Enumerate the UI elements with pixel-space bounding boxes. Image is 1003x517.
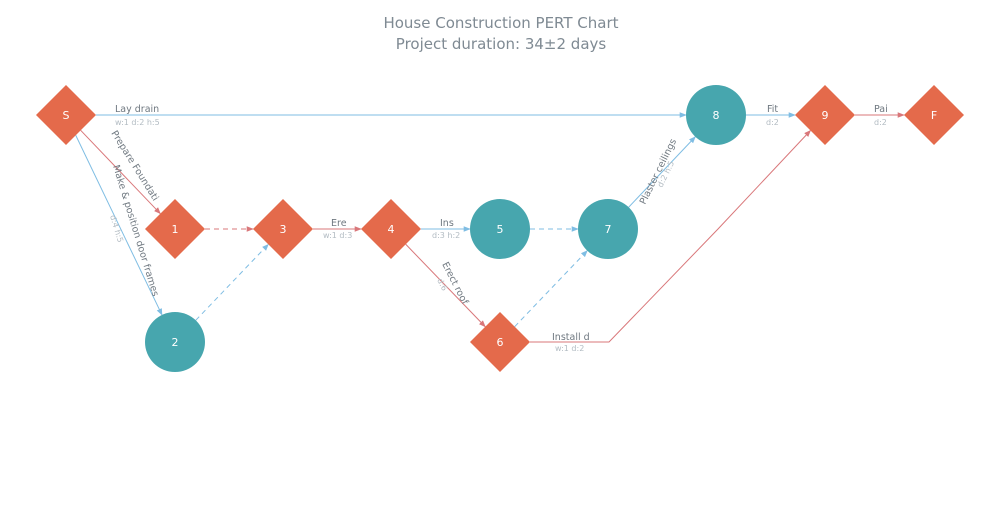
- edge-line-prepare-foundation[interactable]: [80, 129, 161, 215]
- edge-detail-fit: d:2: [766, 118, 779, 127]
- edge-install[interactable]: Ins d:3 h:2: [421, 218, 471, 240]
- edge-line-install-d[interactable]: [530, 129, 811, 343]
- chart-subtitle: Project duration: 34±2 days: [396, 35, 607, 53]
- node-label-2: 2: [172, 336, 179, 349]
- node-shape-6[interactable]: [470, 312, 530, 372]
- node-6[interactable]: 6: [470, 312, 530, 372]
- node-label-8: 8: [713, 109, 720, 122]
- node-F[interactable]: F: [904, 85, 964, 145]
- edge-label-plaster-ceilings: Plaster ceilings: [638, 137, 679, 206]
- node-label-S: S: [63, 109, 70, 122]
- node-label-9: 9: [822, 109, 829, 122]
- node-label-5: 5: [497, 223, 504, 236]
- edge-line-plaster-ceilings[interactable]: [628, 136, 696, 208]
- node-shape-4[interactable]: [361, 199, 421, 259]
- node-2[interactable]: 2: [145, 312, 205, 372]
- node-label-1: 1: [172, 223, 179, 236]
- edge-detail-install: d:3 h:2: [432, 231, 460, 240]
- node-9[interactable]: 9: [795, 85, 855, 145]
- edge-label-fit: Fit: [767, 104, 778, 115]
- edge-detail-door-frames: d:4 h:5: [108, 214, 125, 244]
- edge-detail-install-d: w:1 d:2: [555, 344, 584, 353]
- edge-detail-paint: d:2: [874, 118, 887, 127]
- node-shape-5[interactable]: [470, 199, 530, 259]
- edge-d-6-7[interactable]: [514, 250, 588, 328]
- node-shape-2[interactable]: [145, 312, 205, 372]
- edge-label-paint: Pai: [874, 104, 888, 115]
- nodes-layer: S 1 2 3 4 5 6 7 8 9 F: [36, 85, 964, 372]
- node-5[interactable]: 5: [470, 199, 530, 259]
- node-label-7: 7: [605, 223, 612, 236]
- chart-title: House Construction PERT Chart: [383, 14, 618, 32]
- edge-label-install-d: Install d: [552, 332, 590, 343]
- node-1[interactable]: 1: [145, 199, 205, 259]
- edge-install-d[interactable]: Install dw:1 d:2: [530, 129, 811, 353]
- node-shape-8[interactable]: [686, 85, 746, 145]
- edge-label-lay-drain: Lay drain: [115, 104, 159, 115]
- node-4[interactable]: 4: [361, 199, 421, 259]
- edge-erect[interactable]: Ere w:1 d:3: [313, 218, 362, 240]
- edge-line-d-2-3[interactable]: [195, 243, 269, 321]
- node-label-6: 6: [497, 336, 504, 349]
- node-shape-1[interactable]: [145, 199, 205, 259]
- node-shape-7[interactable]: [578, 199, 638, 259]
- node-8[interactable]: 8: [686, 85, 746, 145]
- node-shape-F[interactable]: [904, 85, 964, 145]
- node-7[interactable]: 7: [578, 199, 638, 259]
- node-label-F: F: [931, 109, 937, 122]
- edge-paint[interactable]: Pai d:2: [855, 104, 905, 127]
- node-label-4: 4: [388, 223, 395, 236]
- edge-line-d-6-7[interactable]: [514, 250, 588, 328]
- edge-label-install: Ins: [440, 218, 454, 229]
- node-shape-9[interactable]: [795, 85, 855, 145]
- edge-detail-erect: w:1 d:3: [323, 231, 352, 240]
- edge-detail-lay-drain: w:1 d:2 h:5: [115, 118, 160, 127]
- edge-label-erect: Ere: [331, 218, 347, 229]
- node-S[interactable]: S: [36, 85, 96, 145]
- edge-lay-drain[interactable]: Lay drain w:1 d:2 h:5: [96, 104, 687, 127]
- node-shape-S[interactable]: [36, 85, 96, 145]
- edge-d-2-3[interactable]: [195, 243, 269, 321]
- edge-line-erect-roof[interactable]: [405, 243, 486, 328]
- edge-fit[interactable]: Fit d:2: [746, 104, 796, 127]
- node-label-3: 3: [280, 223, 287, 236]
- node-3[interactable]: 3: [253, 199, 313, 259]
- node-shape-3[interactable]: [253, 199, 313, 259]
- edge-line-door-frames[interactable]: [75, 135, 163, 316]
